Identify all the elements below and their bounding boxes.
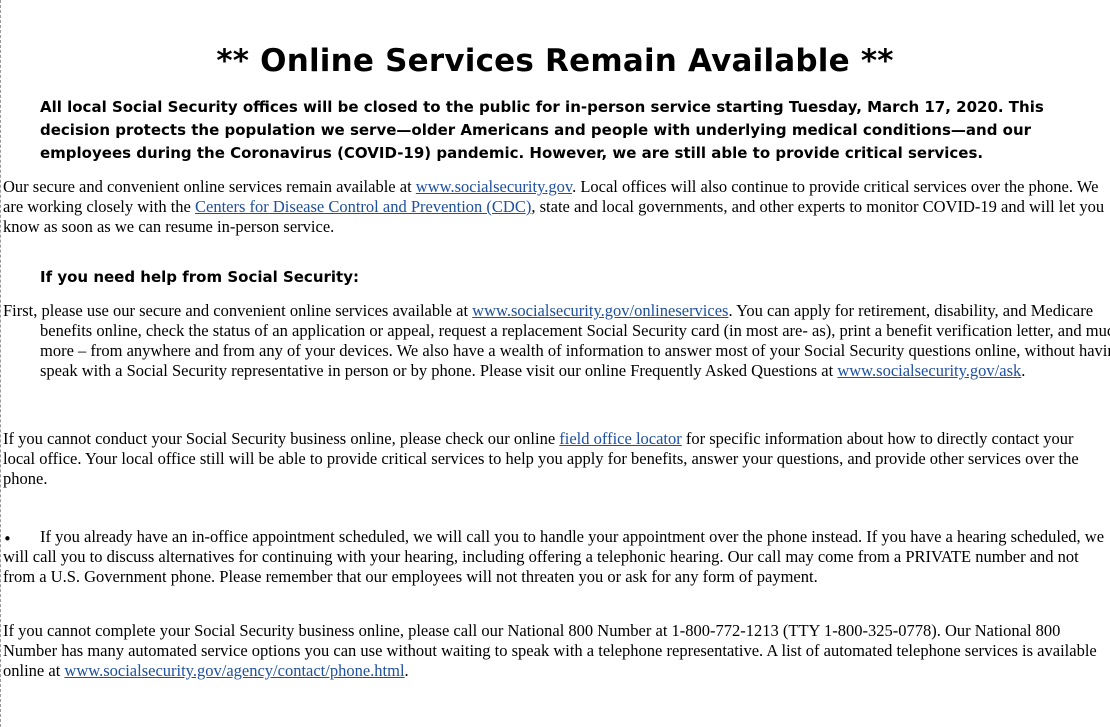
p5-text-after: . xyxy=(404,661,409,680)
p1-text-after: , state and local governments, and other… xyxy=(3,197,1105,236)
paragraph-online-services: Our secure and convenient online service… xyxy=(3,177,1105,237)
p5-text-before: If you cannot complete your Social Secur… xyxy=(3,621,1097,680)
link-phone-services[interactable]: www.socialsecurity.gov/agency/contact/ph… xyxy=(64,661,405,680)
link-ask[interactable]: www.socialsecurity.gov/ask xyxy=(837,361,1022,380)
p1-text-before: Our secure and convenient online service… xyxy=(3,177,416,196)
p1-text-middle: . Local offices will also continue to pr… xyxy=(3,177,1099,216)
p3-text-after: for specific information about how to di… xyxy=(3,429,1079,488)
link-field-office-locator[interactable]: field office locator xyxy=(559,429,682,448)
paragraph-800-number: If you cannot complete your Social Secur… xyxy=(3,621,1105,681)
p2-text-before: First, please use our secure and conveni… xyxy=(3,301,473,320)
paragraph-first-online: First, please use our secure and conveni… xyxy=(3,301,1110,381)
link-onlineservices[interactable]: www.socialsecurity.gov/onlineservices xyxy=(472,301,729,320)
help-heading: If you need help from Social Security: xyxy=(40,268,359,286)
p2-text-middle: . You can apply for retirement, disabili… xyxy=(40,301,1110,380)
paragraph-appointments: If you already have an in-office appoint… xyxy=(3,527,1105,586)
link-cdc[interactable]: Centers for Disease Control and Preventi… xyxy=(195,197,532,216)
link-socialsecurity-gov[interactable]: www.socialsecurity.gov xyxy=(415,177,573,196)
paragraph-field-office: If you cannot conduct your Social Securi… xyxy=(3,429,1105,489)
page-title: ** Online Services Remain Available ** xyxy=(216,43,894,79)
p2-text-after: . xyxy=(1021,361,1026,380)
bullet-icon: • xyxy=(3,530,12,548)
page-margin-rule xyxy=(0,0,1,727)
p3-text-before: If you cannot conduct your Social Securi… xyxy=(3,429,560,448)
intro-notice: All local Social Security offices will b… xyxy=(40,98,1044,162)
